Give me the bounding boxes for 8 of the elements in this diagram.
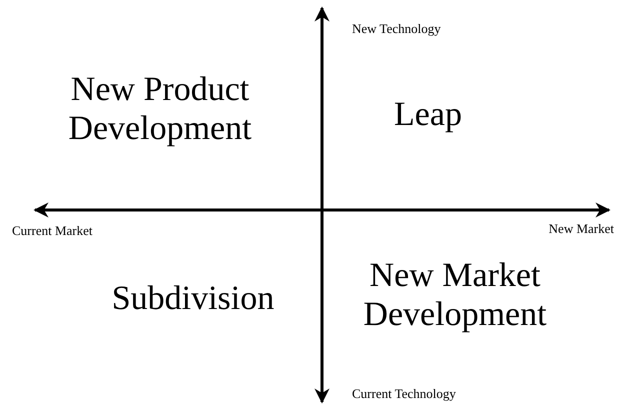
axis-label: New Technology [352,22,441,37]
quadrant-label: New Product Development [67,70,253,148]
quadrant-label: Subdivision [112,279,274,318]
quadrant-label: Leap [394,95,462,134]
axis-label: Current Technology [352,387,456,402]
axis-label: Current Market [12,224,93,239]
axis-label: New Market [548,222,614,237]
quadrant-label: New Market Development [362,256,548,334]
